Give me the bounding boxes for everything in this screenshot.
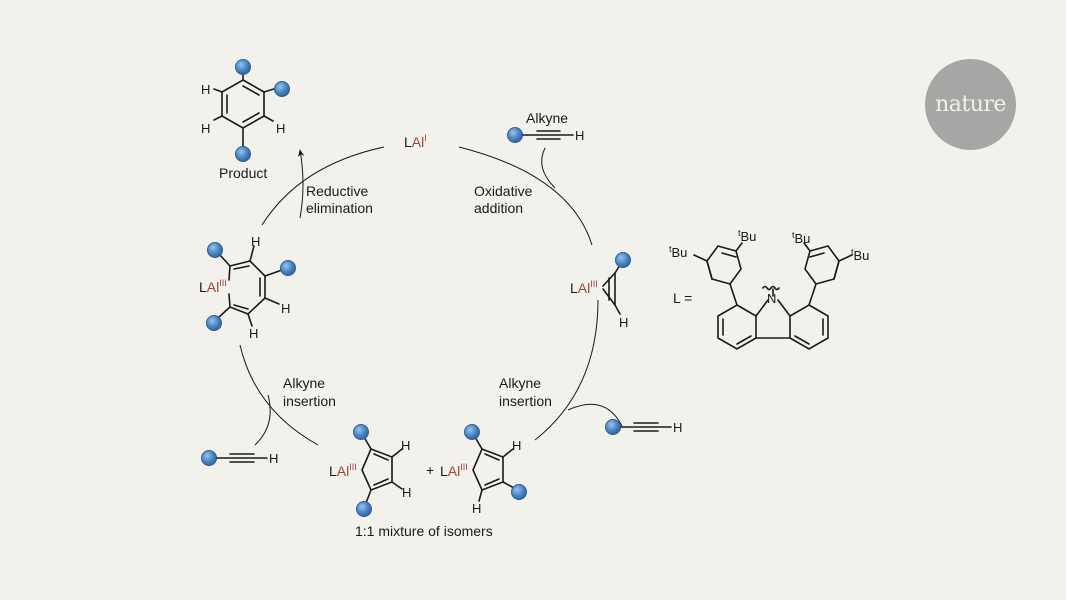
lal-i-catalyst: LAlI <box>404 133 427 150</box>
svg-text:Alkyne: Alkyne <box>499 375 541 391</box>
svg-text:Oxidative: Oxidative <box>474 183 533 199</box>
svg-text:H: H <box>575 128 584 143</box>
substituent-sphere-icon <box>235 146 251 162</box>
svg-text:H: H <box>281 301 290 316</box>
substituent-sphere-icon <box>507 127 523 143</box>
svg-text:LAlIII: LAlIII <box>440 462 468 479</box>
aluminacyclopropene: LAlIII H <box>570 252 631 330</box>
substituent-sphere-icon <box>511 484 527 500</box>
svg-text:H: H <box>249 326 258 341</box>
substituent-sphere-icon <box>464 424 480 440</box>
svg-text:H: H <box>673 420 682 435</box>
svg-text:H: H <box>401 438 410 453</box>
logo-text: nature <box>935 92 1006 117</box>
svg-text:H: H <box>402 485 411 500</box>
step-oxidative-addition: Oxidative addition <box>474 183 533 216</box>
substituent-sphere-icon <box>207 242 223 258</box>
isomer-mixture-caption: 1:1 mixture of isomers <box>355 523 493 539</box>
aluminacycloheptatriene: LAlIII H H H <box>199 234 296 341</box>
svg-text:LAlIII: LAlIII <box>199 278 227 295</box>
svg-text:H: H <box>251 234 260 249</box>
step-alkyne-insertion-left: Alkyne insertion <box>283 375 336 409</box>
alkyne-reagent-left: H <box>201 450 278 466</box>
substituent-sphere-icon <box>274 81 290 97</box>
svg-text:tBu: tBu <box>851 247 869 263</box>
svg-text:H: H <box>269 451 278 466</box>
substituent-sphere-icon <box>353 424 369 440</box>
substituent-sphere-icon <box>605 419 621 435</box>
svg-text:LAlIII: LAlIII <box>329 462 357 479</box>
substituent-sphere-icon <box>356 501 372 517</box>
svg-text:Reductive: Reductive <box>306 183 368 199</box>
substituent-sphere-icon <box>201 450 217 466</box>
svg-text:Alkyne: Alkyne <box>283 375 325 391</box>
isomer-1: LAlIII H H <box>329 424 411 517</box>
isomer-2: LAlIII H H <box>440 424 527 516</box>
substituent-sphere-icon <box>615 252 631 268</box>
ligand-structure: L = N tBu tBu tBu tBu <box>669 228 869 350</box>
svg-text:tBu: tBu <box>738 228 756 244</box>
cycle-arcs <box>239 146 623 446</box>
svg-text:H: H <box>512 438 521 453</box>
product-label: Product <box>219 165 267 181</box>
svg-text:H: H <box>201 82 210 97</box>
svg-text:H: H <box>276 121 285 136</box>
svg-text:L =: L = <box>673 290 692 306</box>
svg-text:addition: addition <box>474 200 523 216</box>
svg-text:N: N <box>767 291 776 306</box>
svg-text:LAlIII: LAlIII <box>570 279 598 296</box>
svg-text:H: H <box>619 315 628 330</box>
svg-text:tBu: tBu <box>669 244 687 260</box>
svg-text:H: H <box>201 121 210 136</box>
step-alkyne-insertion-right: Alkyne insertion <box>499 375 552 409</box>
svg-text:insertion: insertion <box>283 393 336 409</box>
svg-text:LAlI: LAlI <box>404 133 427 150</box>
step-reductive-elimination: Reductive elimination <box>306 183 373 216</box>
svg-text:Alkyne: Alkyne <box>526 110 568 126</box>
product-benzene: H H H Product <box>201 59 290 181</box>
substituent-sphere-icon <box>206 315 222 331</box>
substituent-sphere-icon <box>235 59 251 75</box>
svg-text:H: H <box>472 501 481 516</box>
svg-text:elimination: elimination <box>306 200 373 216</box>
alkyne-reagent-right: H <box>605 419 682 435</box>
svg-text:insertion: insertion <box>499 393 552 409</box>
nature-logo: nature <box>925 59 1016 150</box>
plus-sign: + <box>426 462 434 478</box>
alkyne-reagent-top: Alkyne H <box>507 110 584 143</box>
svg-text:tBu: tBu <box>792 230 810 246</box>
substituent-sphere-icon <box>280 260 296 276</box>
